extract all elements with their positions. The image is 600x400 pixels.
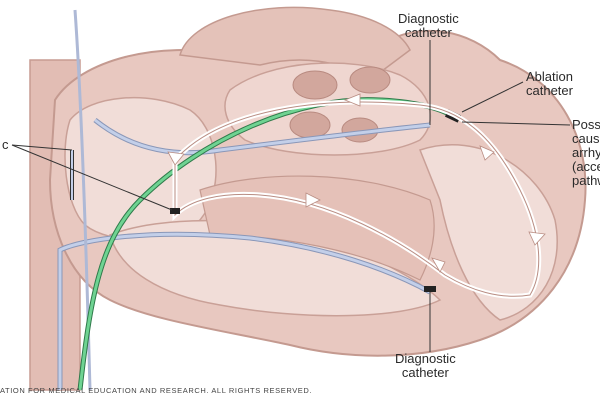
vein-opening (349, 66, 391, 94)
leader-line (461, 121, 571, 126)
arrow-icon (528, 231, 546, 246)
catheter-tip-icon (424, 286, 436, 292)
diagnostic-catheter-top (94, 118, 431, 155)
label-ablation-catheter: Ablation catheter (526, 69, 573, 98)
label-diagnostic-catheter-bottom: Diagnostic catheter (395, 351, 456, 380)
arrow-icon (431, 257, 446, 273)
arrow-icon (479, 145, 495, 161)
septum (199, 175, 435, 281)
vein-opening (289, 111, 331, 139)
label-possible-pathway: Possible causing arrhythm (access pathwa… (572, 117, 600, 188)
leader-line (11, 144, 173, 211)
aorta (179, 6, 411, 81)
vein-opening (292, 70, 338, 100)
accessory-pathway-loop-outline (174, 101, 540, 297)
leader-line (11, 144, 73, 151)
leader-line (461, 81, 524, 113)
arrow-icon (167, 151, 185, 166)
label-diagnostic-catheter-top: Diagnostic catheter (398, 11, 459, 40)
catheter-tip-icon (170, 208, 180, 214)
copyright-notice: ATION FOR MEDICAL EDUCATION AND RESEARCH… (0, 386, 313, 395)
arrow-icon (305, 192, 321, 208)
right-atrium (64, 96, 217, 241)
label-left-c: c (2, 137, 9, 152)
arrow-icon (343, 93, 361, 107)
